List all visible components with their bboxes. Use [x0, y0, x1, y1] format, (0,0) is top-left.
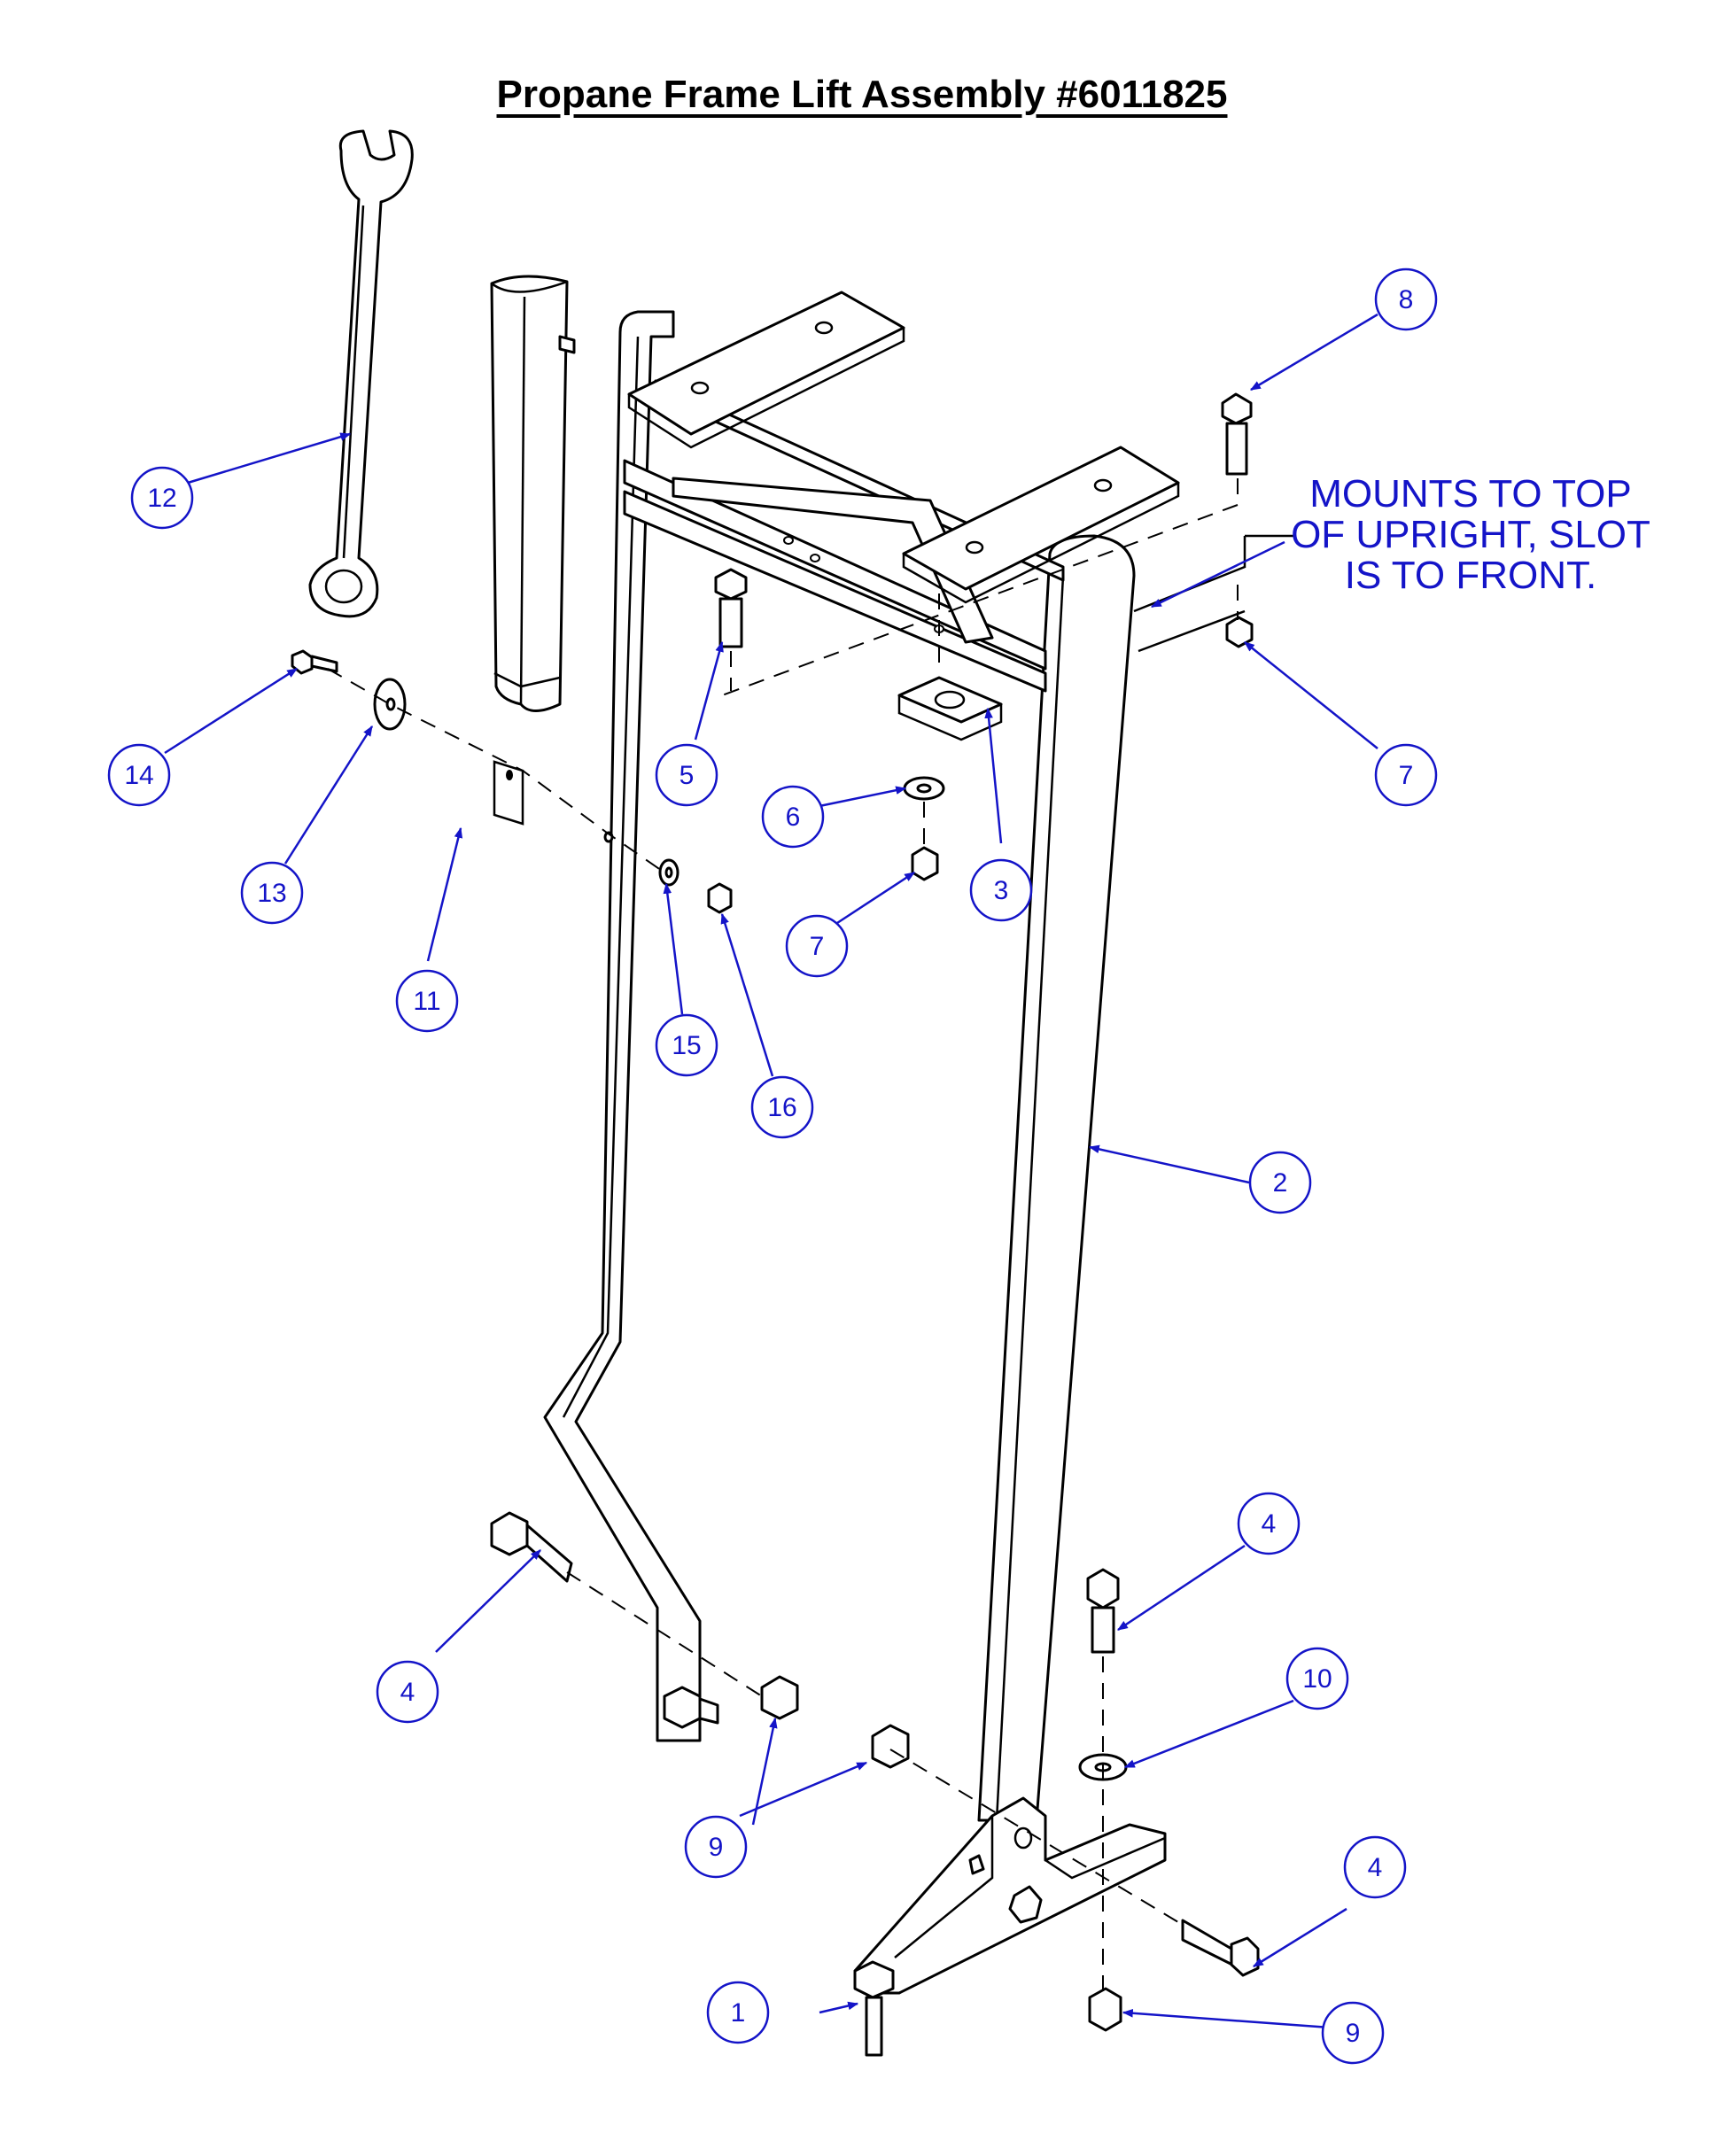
svg-text:13: 13: [257, 879, 286, 908]
svg-text:16: 16: [767, 1093, 796, 1122]
svg-text:8: 8: [1399, 285, 1414, 314]
callout-bubble-5: 5: [655, 743, 718, 807]
nut-part-7-center: [911, 846, 939, 881]
bolt-part-4-right-vertical: [1086, 1568, 1120, 1654]
callout-bubble-4c: 4: [1343, 1835, 1407, 1899]
callout-bubble-9a: 9: [684, 1815, 748, 1879]
svg-text:15: 15: [672, 1031, 701, 1060]
svg-text:4: 4: [1368, 1853, 1383, 1882]
svg-text:14: 14: [124, 761, 153, 790]
base-foot: [853, 1796, 1167, 2057]
nut-part-7-right: [1225, 616, 1254, 648]
drawing-title: Propane Frame Lift Assembly #6011825: [496, 73, 1228, 116]
note-line-2: OF UPRIGHT, SLOT: [1291, 513, 1650, 556]
top-frame: [623, 291, 1180, 693]
svg-text:4: 4: [400, 1678, 415, 1707]
sleeve-part-11: [490, 275, 576, 826]
callout-bubble-4b: 4: [1237, 1492, 1301, 1555]
washer-part-13: [373, 678, 407, 731]
bolt-part-14: [291, 649, 338, 675]
callout-bubble-16: 16: [750, 1075, 814, 1139]
svg-text:9: 9: [1346, 2019, 1361, 2048]
bolt-part-5: [714, 568, 748, 648]
bolt-part-4-right-horizontal: [1181, 1919, 1260, 1977]
callout-bubble-8: 8: [1374, 268, 1438, 331]
washer-part-15: [658, 858, 680, 887]
nut-part-9-left: [760, 1675, 799, 1720]
svg-text:10: 10: [1302, 1664, 1332, 1694]
svg-text:5: 5: [680, 761, 695, 790]
svg-text:6: 6: [786, 803, 801, 832]
svg-text:7: 7: [810, 932, 825, 961]
note-line-1: MOUNTS TO TOP: [1309, 472, 1631, 516]
callout-bubble-1: 1: [706, 1981, 770, 2044]
nut-part-9-center: [871, 1724, 910, 1769]
stud-left-bottom: [663, 1686, 719, 1729]
callout-bubble-3: 3: [969, 858, 1033, 922]
nut-part-9-bottom: [1088, 1987, 1122, 2032]
svg-text:7: 7: [1399, 761, 1414, 790]
bolt-part-8: [1221, 392, 1253, 476]
callout-bubble-15: 15: [655, 1013, 718, 1077]
callout-bubble-6: 6: [761, 785, 825, 849]
svg-text:9: 9: [709, 1833, 724, 1862]
nut-part-16: [707, 882, 733, 914]
svg-text:2: 2: [1273, 1168, 1288, 1198]
callout-bubble-10: 10: [1285, 1647, 1349, 1710]
svg-text:4: 4: [1262, 1509, 1277, 1539]
callout-bubble-14: 14: [107, 743, 171, 807]
assembly-lines: [327, 478, 1293, 1993]
callout-bubble-13: 13: [240, 861, 304, 925]
note-line-3: IS TO FRONT.: [1345, 554, 1596, 597]
svg-text:3: 3: [994, 876, 1009, 905]
callout-leaders: [164, 313, 1378, 2030]
callout-bubble-11: 11: [395, 969, 459, 1033]
mounting-note: MOUNTS TO TOP OF UPRIGHT, SLOT IS TO FRO…: [1150, 472, 1650, 609]
svg-text:11: 11: [413, 987, 440, 1016]
bolt-part-4-left: [490, 1511, 573, 1583]
callout-bubble-7b: 7: [785, 914, 849, 978]
callout-bubble-7a: 7: [1374, 743, 1438, 807]
svg-text:1: 1: [731, 1998, 746, 2028]
wrench-part-12: [308, 129, 414, 618]
svg-text:12: 12: [147, 484, 176, 513]
callout-bubble-2: 2: [1248, 1151, 1312, 1214]
callout-bubble-9b: 9: [1321, 2001, 1385, 2065]
left-upright: [543, 310, 702, 1742]
callout-bubble-4a: 4: [376, 1660, 439, 1724]
callout-bubble-12: 12: [130, 466, 194, 530]
slotted-bracket: [897, 676, 1003, 741]
washer-part-6: [903, 776, 945, 801]
